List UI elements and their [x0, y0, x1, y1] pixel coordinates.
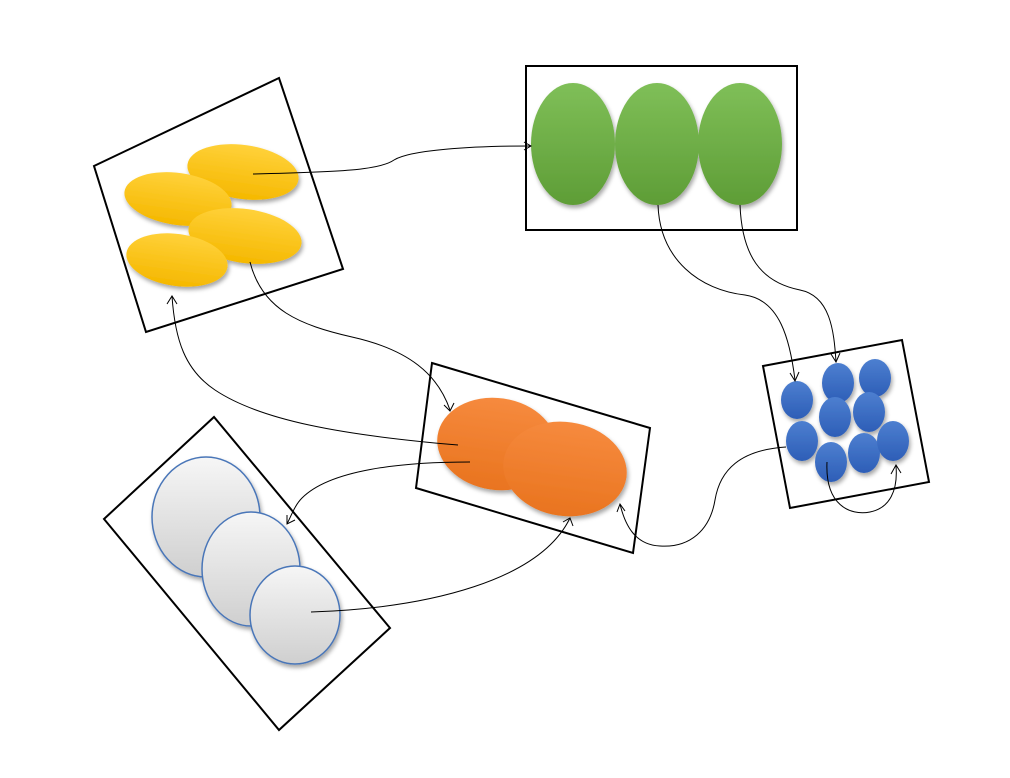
green-ellipse — [531, 83, 615, 205]
gray-frame — [102, 415, 392, 732]
blue-frame — [761, 338, 931, 510]
connector-orange-to-gray — [286, 461, 471, 525]
blue-dot — [859, 359, 891, 397]
orange-frame — [414, 361, 652, 555]
yellow-ellipse — [126, 233, 228, 287]
orange-ellipse — [503, 421, 627, 517]
green-ellipse — [698, 83, 782, 205]
connector-green-to-blue-1 — [657, 204, 796, 381]
arrowhead-icon — [166, 295, 178, 305]
blue-dot — [781, 381, 813, 419]
blue-group — [761, 338, 931, 510]
yellow-ellipse — [124, 172, 232, 226]
connector-blue-to-orange — [619, 446, 787, 547]
arrowhead-icon — [616, 502, 626, 513]
orange-group — [414, 361, 652, 555]
green-ellipse — [615, 83, 699, 205]
blue-dot — [822, 363, 854, 403]
blue-dot — [848, 433, 880, 473]
connector-orange-to-yellow — [171, 295, 459, 446]
connector-yellow-to-green — [252, 145, 532, 175]
yellow-group — [92, 76, 345, 334]
arrowhead-icon — [523, 141, 533, 151]
blue-dot — [853, 392, 885, 432]
arrowhead-icon — [789, 371, 800, 383]
connector-blue-self-loop — [826, 461, 897, 514]
yellow-frame — [92, 76, 345, 334]
connectors — [166, 141, 902, 613]
blue-dot — [877, 421, 909, 461]
connector-yellow-to-orange — [249, 261, 451, 411]
green-group — [525, 65, 798, 231]
blue-dot — [786, 421, 818, 461]
gray-group — [102, 415, 392, 732]
blue-dot — [819, 397, 851, 437]
arrowhead-icon — [286, 515, 296, 525]
arrowhead-icon — [830, 352, 841, 364]
connector-green-to-blue-2 — [739, 204, 837, 363]
arrowhead-icon — [890, 464, 902, 475]
blue-dot — [815, 442, 847, 482]
gray-ellipse — [249, 565, 341, 665]
connector-gray-to-orange — [310, 517, 571, 613]
arrowhead-icon — [443, 402, 455, 412]
arrowhead-icon — [562, 517, 574, 527]
